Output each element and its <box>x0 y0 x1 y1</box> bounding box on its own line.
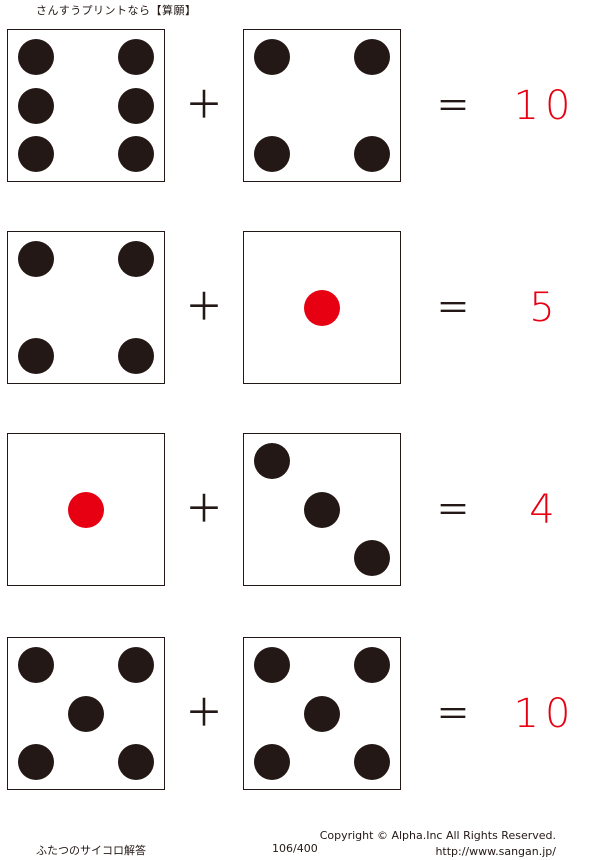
pip <box>117 241 154 278</box>
answer: 10 <box>513 83 577 129</box>
pip <box>18 337 55 374</box>
worksheet-header: さんすうプリントなら【算願】 <box>36 4 197 17</box>
problem-row-1: ＋ ＝ 10 <box>0 29 600 185</box>
plus-sign: ＋ <box>185 691 224 735</box>
pip <box>353 743 390 780</box>
pip <box>304 695 340 732</box>
pip <box>353 647 390 684</box>
equals-sign: ＝ <box>436 87 470 127</box>
pip <box>18 241 55 278</box>
answer: 5 <box>529 285 561 331</box>
plus-sign: ＋ <box>185 83 224 127</box>
pip <box>117 135 154 172</box>
problem-row-2: ＋ ＝ 5 <box>0 231 600 387</box>
pip <box>117 647 154 684</box>
pip <box>353 135 390 172</box>
problem-row-3: ＋ ＝ 4 <box>0 433 600 589</box>
copyright-text: Copyright © Alpha.Inc All Rights Reserve… <box>319 829 556 842</box>
problem-row-4: ＋ ＝ 10 <box>0 637 600 793</box>
pip <box>254 135 291 172</box>
pip <box>117 337 154 374</box>
pip <box>304 491 340 528</box>
answer: 10 <box>513 691 577 737</box>
pip <box>117 39 154 76</box>
pip <box>254 443 291 480</box>
equals-sign: ＝ <box>436 695 470 735</box>
page-number: 106/400 <box>272 842 318 855</box>
die-left <box>7 231 165 384</box>
die-right <box>243 637 401 790</box>
pip <box>18 39 55 76</box>
pip <box>18 743 55 780</box>
pip <box>18 647 55 684</box>
pip <box>353 539 390 576</box>
worksheet-title: ふたつのサイコロ解答 <box>36 844 146 857</box>
die-left <box>7 29 165 182</box>
pip <box>117 743 154 780</box>
pip <box>254 647 291 684</box>
pip <box>18 135 55 172</box>
copyright-block: Copyright © Alpha.Inc All Rights Reserve… <box>320 828 556 860</box>
plus-sign: ＋ <box>185 487 224 531</box>
pip <box>18 87 55 124</box>
die-right <box>243 231 401 384</box>
die-right <box>243 433 401 586</box>
equals-sign: ＝ <box>436 289 470 329</box>
pip <box>353 39 390 76</box>
pip <box>254 39 291 76</box>
die-left <box>7 433 165 586</box>
red-pip <box>304 289 340 326</box>
pip <box>117 87 154 124</box>
site-url: http://www.sangan.jp/ <box>435 845 556 858</box>
plus-sign: ＋ <box>185 285 224 329</box>
pip <box>254 743 291 780</box>
die-left <box>7 637 165 790</box>
red-pip <box>68 491 104 528</box>
die-right <box>243 29 401 182</box>
equals-sign: ＝ <box>436 491 470 531</box>
pip <box>68 695 104 732</box>
answer: 4 <box>529 487 561 533</box>
